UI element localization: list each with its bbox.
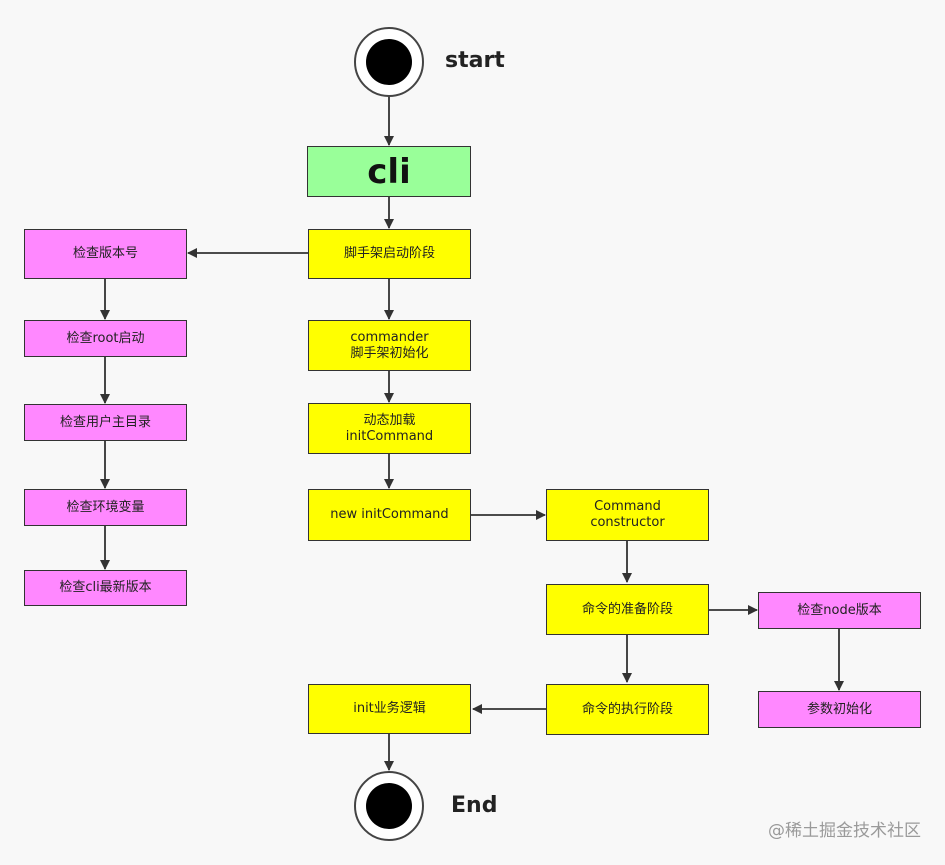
check-node-version-node: 检查node版本 bbox=[758, 592, 921, 629]
start-dot bbox=[366, 39, 412, 85]
param-init-node: 参数初始化 bbox=[758, 691, 921, 728]
check-root-node: 检查root启动 bbox=[24, 320, 187, 357]
end-node bbox=[354, 771, 424, 841]
end-label: End bbox=[451, 793, 498, 818]
start-node bbox=[354, 27, 424, 97]
scaffold-start-node: 脚手架启动阶段 bbox=[308, 229, 471, 279]
init-logic-node: init业务逻辑 bbox=[308, 684, 471, 734]
cli-node: cli bbox=[307, 146, 471, 197]
end-dot bbox=[366, 783, 412, 829]
check-version-node: 检查版本号 bbox=[24, 229, 187, 279]
new-init-command-node: new initCommand bbox=[308, 489, 471, 541]
check-cli-latest-node: 检查cli最新版本 bbox=[24, 570, 187, 606]
command-constructor-node: Command constructor bbox=[546, 489, 709, 541]
check-home-node: 检查用户主目录 bbox=[24, 404, 187, 441]
watermark: @稀土掘金技术社区 bbox=[768, 821, 921, 841]
prepare-stage-node: 命令的准备阶段 bbox=[546, 584, 709, 635]
start-label: start bbox=[445, 48, 505, 73]
commander-init-node: commander 脚手架初始化 bbox=[308, 320, 471, 371]
dynamic-load-node: 动态加载 initCommand bbox=[308, 403, 471, 454]
exec-stage-node: 命令的执行阶段 bbox=[546, 684, 709, 735]
check-env-node: 检查环境变量 bbox=[24, 489, 187, 526]
